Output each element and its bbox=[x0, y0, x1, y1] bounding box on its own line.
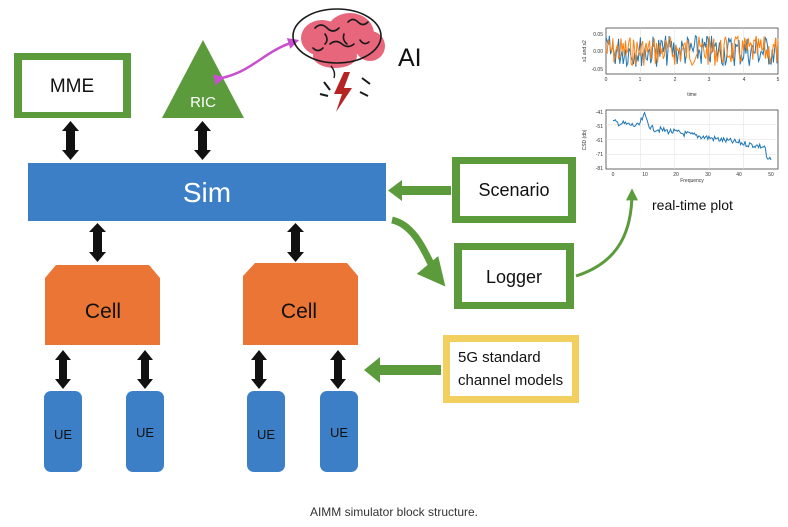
timeseries-xtick: 4 bbox=[743, 77, 746, 83]
csd-xlabel: Frequency bbox=[680, 178, 704, 184]
lightning-bolt-icon bbox=[319, 72, 371, 112]
cell-left-block: Cell bbox=[45, 265, 160, 345]
mme-label: MME bbox=[50, 76, 94, 97]
ue-block: UE bbox=[247, 391, 285, 472]
ai-label: AI bbox=[398, 44, 422, 72]
channel-models-cell-arrow bbox=[364, 357, 441, 383]
timeseries-plot: 0.05 0.00 -0.05 0 1 2 3 4 5 time s1 and … bbox=[582, 27, 780, 98]
cell-left-label: Cell bbox=[85, 300, 121, 323]
csd-xtick: 40 bbox=[736, 172, 742, 178]
scenario-sim-arrow bbox=[388, 180, 451, 201]
channel-models-line1: 5G standard bbox=[458, 349, 541, 366]
csd-xtick: 0 bbox=[612, 172, 615, 178]
logger-plot-arrow bbox=[575, 188, 638, 278]
realtime-plot-label: real-time plot bbox=[652, 197, 733, 213]
timeseries-ytick: 0.00 bbox=[593, 49, 603, 55]
csd-ytick: -71 bbox=[596, 152, 603, 158]
timeseries-ylabel: s1 and s2 bbox=[582, 40, 588, 62]
sim-label: Sim bbox=[183, 177, 231, 208]
mme-block: MME bbox=[14, 53, 131, 118]
timeseries-xtick: 2 bbox=[674, 77, 677, 83]
csd-ytick: -61 bbox=[596, 138, 603, 144]
csd-xtick: 20 bbox=[673, 172, 679, 178]
csd-xtick: 10 bbox=[642, 172, 648, 178]
csd-ytick: -41 bbox=[596, 110, 603, 116]
series-s2-line bbox=[605, 35, 779, 67]
scenario-label: Scenario bbox=[478, 180, 549, 200]
ue-label: UE bbox=[136, 425, 154, 440]
logger-block: Logger bbox=[454, 243, 574, 309]
figure-caption: AIMM simulator block structure. bbox=[309, 505, 479, 519]
csd-ytick: -51 bbox=[596, 124, 603, 130]
ric-ai-link bbox=[213, 38, 300, 86]
sim-cell-left-arrow bbox=[89, 223, 106, 262]
ric-label: RIC bbox=[190, 94, 216, 111]
cell-ue-arrow bbox=[330, 350, 346, 389]
csd-line bbox=[612, 111, 772, 161]
timeseries-xlabel: time bbox=[687, 92, 697, 98]
ue-label: UE bbox=[54, 427, 72, 442]
cell-ue-arrow bbox=[137, 350, 153, 389]
timeseries-xtick: 5 bbox=[777, 77, 780, 83]
timeseries-xtick: 1 bbox=[639, 77, 642, 83]
scenario-block: Scenario bbox=[452, 157, 576, 223]
csd-ylabel: CSD (db) bbox=[582, 129, 588, 150]
timeseries-xtick: 3 bbox=[708, 77, 711, 83]
timeseries-ytick: -0.05 bbox=[592, 67, 604, 73]
channel-models-block: 5G standard channel models bbox=[443, 335, 579, 403]
ue-label: UE bbox=[257, 427, 275, 442]
cell-ue-arrow bbox=[55, 350, 71, 389]
mme-sim-arrow bbox=[62, 121, 79, 160]
ric-block: RIC bbox=[162, 40, 244, 118]
sim-cell-right-arrow bbox=[287, 223, 304, 262]
ue-block: UE bbox=[126, 391, 164, 472]
csd-ytick: -81 bbox=[596, 166, 603, 172]
timeseries-ytick: 0.05 bbox=[593, 32, 603, 38]
ue-block: UE bbox=[320, 391, 358, 472]
cell-right-label: Cell bbox=[281, 300, 317, 323]
cell-ue-arrow bbox=[251, 350, 267, 389]
cell-right-block: Cell bbox=[243, 263, 358, 345]
logger-label: Logger bbox=[486, 267, 542, 287]
sim-logger-arrow bbox=[390, 216, 446, 287]
channel-models-line2: channel models bbox=[458, 372, 563, 389]
ric-sim-arrow bbox=[194, 121, 211, 160]
timeseries-xtick: 0 bbox=[605, 77, 608, 83]
csd-xtick: 50 bbox=[768, 172, 774, 178]
sim-block: Sim bbox=[28, 163, 386, 221]
ue-label: UE bbox=[330, 425, 348, 440]
csd-plot: -41 -51 -61 -71 -81 0 10 20 30 40 50 Fre… bbox=[582, 109, 779, 184]
ue-block: UE bbox=[44, 391, 82, 472]
brain-icon bbox=[292, 8, 385, 79]
csd-xtick: 30 bbox=[705, 172, 711, 178]
